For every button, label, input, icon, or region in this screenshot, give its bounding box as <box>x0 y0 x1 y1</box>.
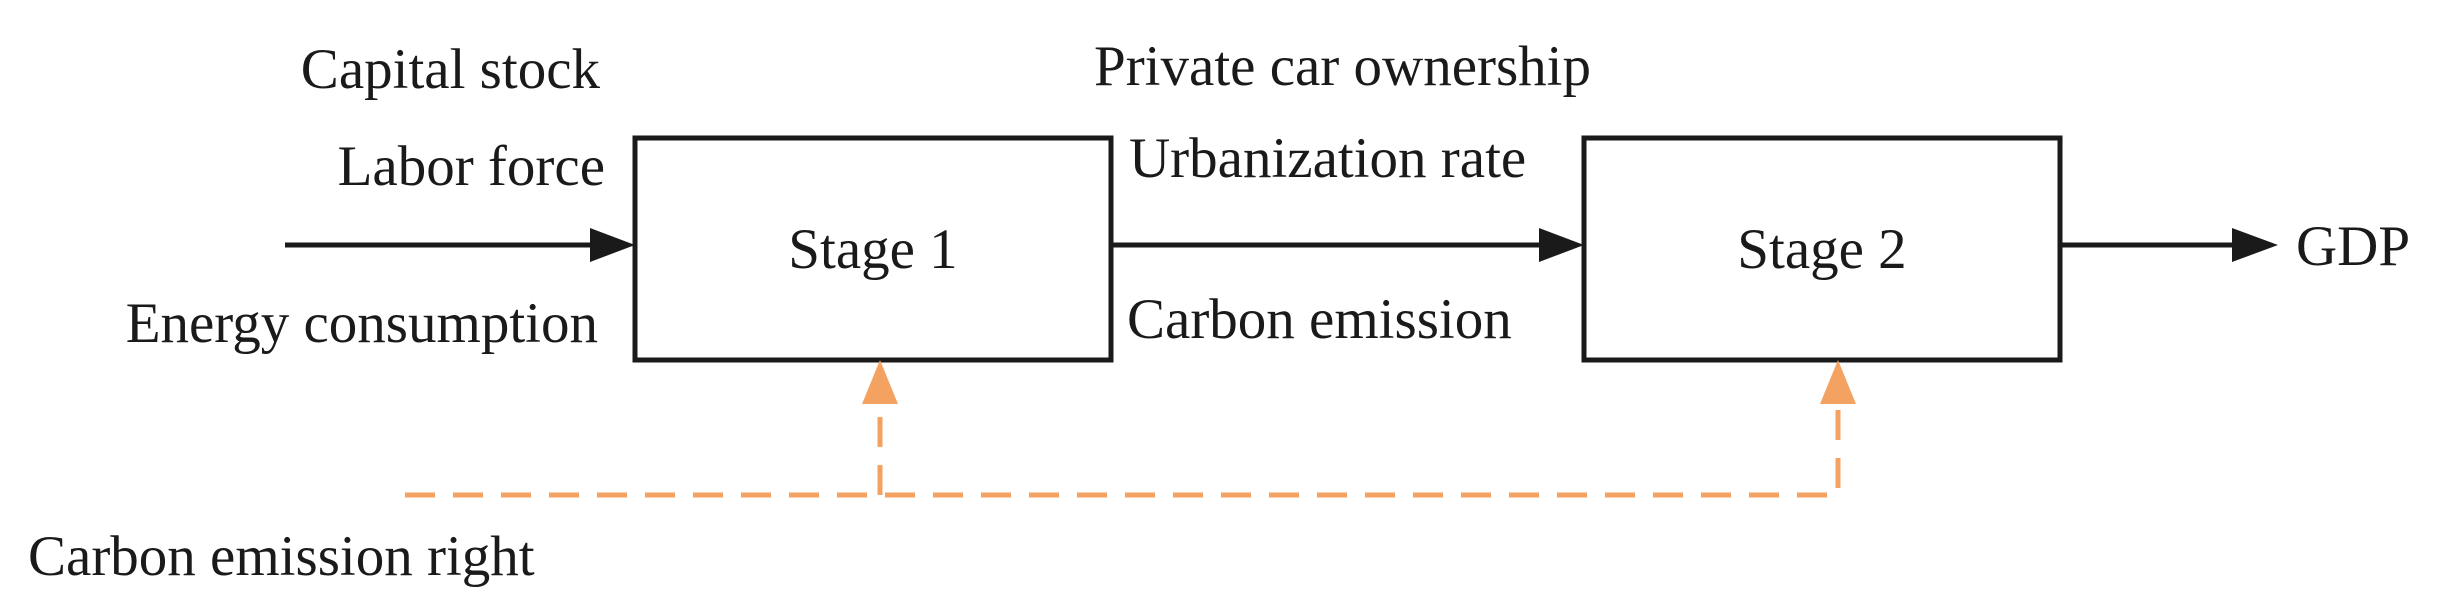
input-arrowhead <box>590 228 635 262</box>
intermediate-urbanization-rate: Urbanization rate <box>1129 127 1526 190</box>
intermediate-carbon-emission: Carbon emission <box>1127 288 1512 351</box>
shared-input-carbon-emission-right: Carbon emission right <box>28 525 535 588</box>
intermediate-private-car-ownership: Private car ownership <box>1094 35 1591 98</box>
input-capital-stock: Capital stock <box>301 38 601 101</box>
input-labor-force: Labor force <box>338 135 605 198</box>
stage-1-label: Stage 1 <box>788 218 957 281</box>
stage-1-box <box>632 135 1114 363</box>
input-energy-consumption: Energy consumption <box>126 292 598 355</box>
shared-input-dashed-line <box>405 400 1841 498</box>
output-gdp: GDP <box>2296 215 2410 278</box>
intermediate-arrowhead <box>1539 228 1584 262</box>
output-arrowhead <box>2232 228 2278 262</box>
shared-input-arrowhead-stage2 <box>1820 360 1856 404</box>
shared-input-arrowhead-stage1 <box>862 360 898 404</box>
stage-2-label: Stage 2 <box>1737 218 1906 281</box>
stage-2-box <box>1581 135 2063 363</box>
